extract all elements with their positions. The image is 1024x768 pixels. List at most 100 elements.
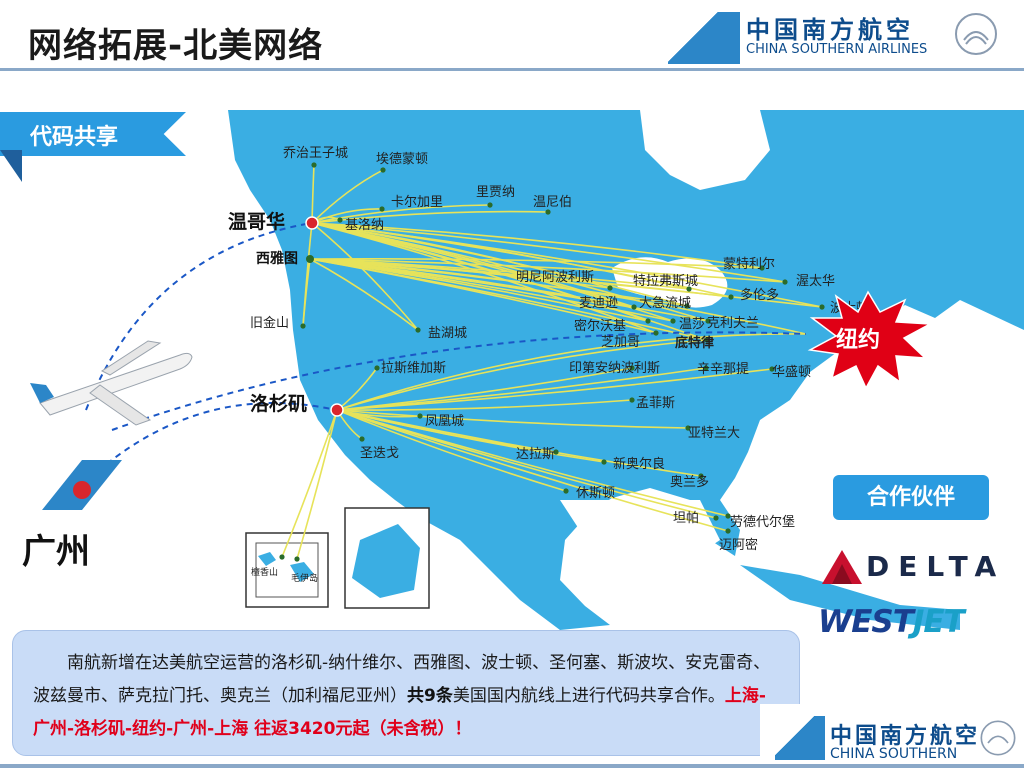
newyork-label: 纽约 (836, 327, 880, 352)
city-label: 克利夫兰 (707, 315, 759, 330)
city-dot (629, 365, 635, 371)
hub-dot-seattle (306, 255, 314, 263)
city-label: 密尔沃基 (574, 318, 626, 333)
route-line (336, 409, 702, 477)
gulf-of-mexico (560, 500, 720, 560)
city-label: 渥太华 (796, 273, 835, 288)
city-dot (359, 436, 365, 442)
city-label: 大急流城 (639, 295, 691, 310)
note-promo-text: 上海-广州-洛杉矶-纽约-广州-上海 往返3420元起（未含税）！ (33, 686, 766, 739)
city-label: 明尼阿波利斯 (516, 269, 594, 284)
info-note-text: 南航新增在达美航空运营的洛杉矶-纳什维尔、西雅图、波士顿、圣何塞、斯波坎、安克雷… (13, 631, 799, 746)
route-line (309, 258, 763, 269)
route-line (309, 258, 419, 331)
westjet-logo-text-a: WEST (818, 604, 914, 640)
city-label: 里贾纳 (476, 184, 515, 199)
hudson-bay (640, 110, 770, 190)
route-line (302, 258, 311, 327)
city-dot (645, 318, 651, 324)
note-text-bold: 共9条 (407, 686, 453, 706)
route-line (336, 367, 633, 411)
city-dot (698, 473, 704, 479)
westjet-logo-text-b: JET (912, 604, 965, 640)
note-text-b: 美国国内航线上进行代码共享合作。 (452, 686, 725, 706)
route-line (336, 333, 807, 411)
route-line (336, 368, 773, 411)
delta-logo: DELTA (822, 546, 1002, 586)
city-dot (553, 449, 559, 455)
route-line (281, 409, 338, 558)
logo-zh-text: 中国南方航空 (746, 16, 914, 44)
city-dot (725, 528, 731, 534)
city-label: 达拉斯 (516, 446, 555, 461)
city-dot (759, 265, 765, 271)
route-line (309, 258, 807, 335)
city-label: 芝加哥 (601, 334, 640, 349)
city-label: 休斯顿 (576, 485, 615, 500)
city-dot (713, 515, 719, 521)
city-dot (705, 318, 711, 324)
city-label: 盐湖城 (428, 325, 467, 340)
footer-skyteam-icon (980, 720, 1016, 756)
gz-route-losangeles (89, 401, 337, 479)
city-label: 圣迭戈 (360, 445, 399, 460)
city-label: 埃德蒙顿 (376, 151, 428, 166)
logo-en-text: CHINA SOUTHERN AIRLINES (746, 42, 928, 57)
route-line (309, 258, 708, 341)
city-dot (704, 337, 710, 343)
city-label: 卡尔加里 (391, 194, 443, 209)
city-label: 特拉弗斯城 (633, 273, 698, 288)
page-title: 网络拓展-北美网络 (28, 26, 324, 66)
city-label: 蒙特利尔 (723, 256, 775, 271)
city-dot (487, 202, 493, 208)
city-label: 印第安纳波利斯 (569, 360, 660, 375)
city-dot (769, 366, 775, 372)
westjet-logo: WESTJET (818, 604, 965, 640)
city-label: 新奥尔良 (613, 456, 665, 471)
codeshare-badge (0, 112, 186, 156)
city-dot (684, 303, 690, 309)
city-label: 温莎 (679, 316, 705, 331)
city-dot (300, 323, 306, 329)
footer-logo-en: CHINA SOUTHERN (830, 746, 958, 762)
city-label: 辛辛那提 (697, 361, 749, 376)
city-dot (415, 327, 421, 333)
city-dot (311, 162, 317, 168)
city-dot (545, 209, 551, 215)
route-line (336, 409, 729, 532)
city-dot (294, 556, 300, 562)
hub-label-vancouver: 温哥华 (228, 210, 285, 233)
origin-label: 广州 (22, 532, 90, 572)
city-label: 麦迪逊 (579, 295, 618, 310)
route-line (311, 222, 786, 283)
gz-route-newyork (111, 331, 807, 431)
airline-logo: 中国南方航空 CHINA SOUTHERN AIRLINES (668, 6, 1018, 66)
city-label: 基洛纳 (345, 217, 384, 232)
logo-stripe-icon (668, 12, 740, 64)
route-line (311, 222, 709, 322)
footer-stripe-icon (775, 716, 825, 760)
note-text-a: 南航新增在达美航空运营的洛杉矶-纳什维尔、西雅图、波士顿、圣何塞、斯波坎、安克雷… (33, 653, 771, 706)
city-dot (685, 425, 691, 431)
city-label: 旧金山 (250, 315, 289, 330)
hub-label-losangeles: 洛杉矶 (250, 392, 307, 415)
caribbean (740, 565, 960, 630)
route-line (309, 258, 823, 308)
city-label: 底特律 (675, 335, 714, 350)
city-dot (725, 513, 731, 519)
city-dot (337, 217, 343, 223)
city-dot (819, 304, 825, 310)
city-label: 坦帕 (673, 510, 699, 525)
route-line (309, 258, 709, 322)
partners-button[interactable]: 合作伙伴 (833, 475, 989, 520)
route-line (311, 222, 419, 331)
header: 网络拓展-北美网络 中国南方航空 CHINA SOUTHERN AIRLINES (0, 0, 1024, 72)
city-dot (728, 294, 734, 300)
city-dots (279, 162, 825, 562)
city-label: 多伦多 (740, 287, 779, 302)
header-rule (0, 68, 1024, 71)
route-line (336, 409, 567, 492)
city-label: 拉斯维加斯 (381, 360, 446, 375)
bottom-rule (0, 764, 1024, 768)
city-label: 孟菲斯 (636, 395, 675, 410)
